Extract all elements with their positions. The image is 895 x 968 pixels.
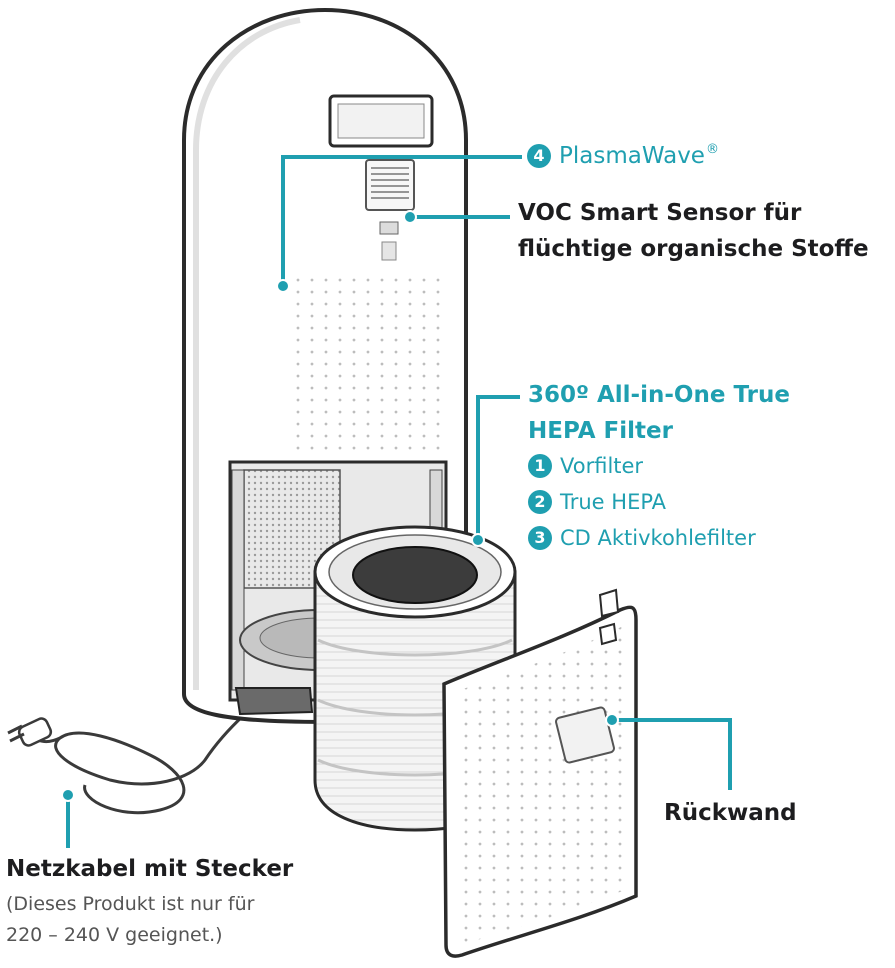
label-netzkabel-note2: 220 – 240 V geeignet.) [6, 924, 223, 946]
leader-lines [66, 155, 732, 848]
filter-item-label: Vorfilter [560, 454, 644, 478]
filter-item-true-hepa: 2 True HEPA [528, 490, 666, 515]
label-netzkabel-note1: (Dieses Produkt ist nur für [6, 893, 255, 915]
power-plug-illustration [7, 717, 53, 747]
back-panel-illustration [442, 588, 638, 958]
label-netzkabel: Netzkabel mit Stecker [6, 856, 294, 882]
filter-item-vorfilter: 1 Vorfilter [528, 454, 643, 479]
label-hepa-line2: HEPA Filter [528, 418, 673, 444]
leader-dots [61, 210, 619, 802]
filter-item-label: CD Aktivkohlefilter [560, 526, 756, 550]
label-rueckwand: Rückwand [664, 800, 797, 826]
label-voc-line2: flüchtige organische Stoffe [518, 236, 869, 262]
filter-item-aktivkohle: 3 CD Aktivkohlefilter [528, 526, 756, 551]
badge-3: 3 [528, 526, 552, 550]
label-voc-line1: VOC Smart Sensor für [518, 200, 802, 226]
filter-item-label: True HEPA [560, 490, 667, 514]
badge-1: 1 [528, 454, 552, 478]
label-hepa-line1: 360º All-in-One True [528, 382, 790, 408]
registered-mark: ® [705, 142, 719, 157]
label-plasmawave: 4 PlasmaWave® [527, 142, 719, 171]
plasmawave-text: PlasmaWave [559, 143, 705, 169]
badge-2: 2 [528, 490, 552, 514]
badge-4: 4 [527, 144, 551, 168]
